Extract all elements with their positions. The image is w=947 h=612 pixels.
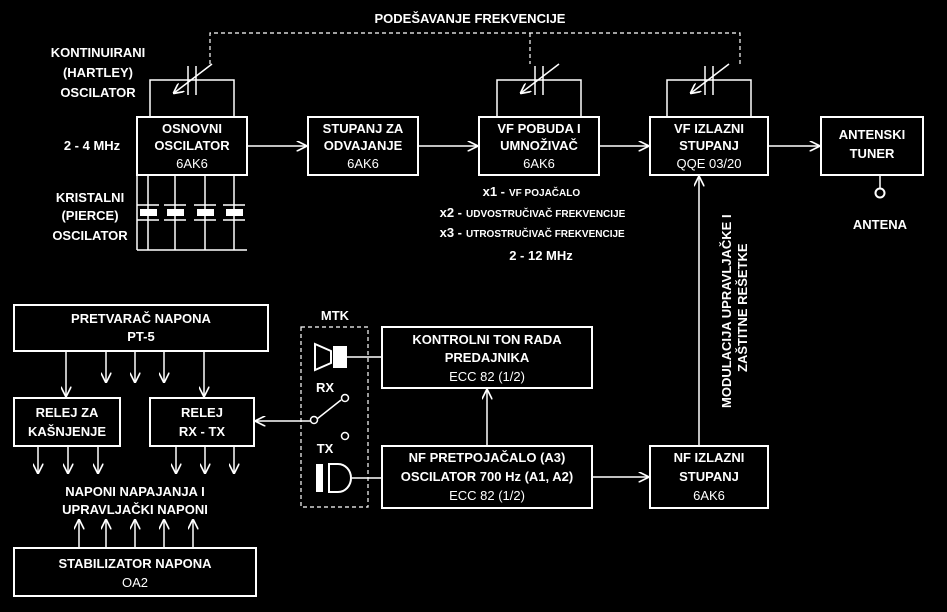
svg-text:UMNOŽIVAČ: UMNOŽIVAČ — [500, 138, 578, 153]
block-nf-pretpojacalo: NF PRETPOJAČALO (A3) OSCILATOR 700 Hz (A… — [381, 445, 593, 509]
svg-text:UTROSTRUČIVAČ FREKVENCIJE: UTROSTRUČIVAČ FREKVENCIJE — [466, 227, 625, 240]
svg-text:PREDAJNIKA: PREDAJNIKA — [445, 350, 530, 365]
variable-capacitor-icon — [496, 63, 582, 119]
tuning-link — [209, 32, 741, 64]
antenna-icon — [874, 187, 886, 199]
svg-text:STUPANJ: STUPANJ — [679, 138, 739, 153]
block-stabilizator-napona: STABILIZATOR NAPONA OA2 — [13, 547, 257, 597]
svg-text:VF IZLAZNI: VF IZLAZNI — [674, 121, 744, 136]
svg-text:OSCILATOR: OSCILATOR — [154, 138, 230, 153]
svg-text:OA2: OA2 — [122, 575, 148, 590]
block-vf-pobuda: VF POBUDA I UMNOŽIVAČ 6AK6 — [478, 116, 600, 176]
hartley-oscillator-label: KONTINUIRANI (HARTLEY) OSCILATOR — [51, 45, 146, 100]
svg-text:ZAŠTITNE REŠETKE: ZAŠTITNE REŠETKE — [735, 243, 750, 372]
svg-text:OSCILATOR: OSCILATOR — [52, 228, 128, 243]
variable-capacitor-icon — [666, 63, 752, 119]
svg-text:VF POJAČALO: VF POJAČALO — [509, 186, 580, 199]
svg-text:6AK6: 6AK6 — [693, 488, 725, 503]
svg-text:NF PRETPOJAČALO (A3): NF PRETPOJAČALO (A3) — [409, 450, 566, 465]
crystal-icon — [223, 204, 245, 221]
pierce-oscillator-label: KRISTALNI (PIERCE) OSCILATOR — [52, 190, 128, 243]
svg-text:VF POBUDA I: VF POBUDA I — [497, 121, 580, 136]
svg-text:(HARTLEY): (HARTLEY) — [63, 65, 133, 80]
block-pretvarac-napona: PRETVARAČ NAPONA PT-5 — [13, 304, 269, 352]
block-stupanj-za-odvajanje: STUPANJ ZA ODVAJANJE 6AK6 — [307, 116, 419, 176]
svg-text:x2 -: x2 - — [440, 205, 462, 220]
svg-text:(PIERCE): (PIERCE) — [61, 208, 118, 223]
tx-label: TX — [317, 441, 334, 456]
block-antenski-tuner: ANTENSKI TUNER — [820, 116, 924, 176]
svg-text:6AK6: 6AK6 — [176, 156, 208, 171]
svg-text:UDVOSTRUČIVAČ FREKVENCIJE: UDVOSTRUČIVAČ FREKVENCIJE — [466, 207, 626, 220]
svg-text:OSCILATOR 700 Hz (A1, A2): OSCILATOR 700 Hz (A1, A2) — [401, 469, 573, 484]
svg-text:RELEJ: RELEJ — [181, 405, 223, 420]
crystal-icon — [137, 204, 159, 221]
microphone-icon — [316, 463, 352, 493]
block-vf-izlazni: VF IZLAZNI STUPANJ QQE 03/20 — [649, 116, 769, 176]
svg-text:OSCILATOR: OSCILATOR — [60, 85, 136, 100]
svg-text:RX - TX: RX - TX — [179, 424, 226, 439]
svg-text:ANTENSKI: ANTENSKI — [839, 127, 905, 142]
svg-text:ECC 82 (1/2): ECC 82 (1/2) — [449, 369, 525, 384]
svg-text:6AK6: 6AK6 — [523, 156, 555, 171]
antena-label: ANTENA — [853, 217, 908, 232]
block-relej-za-kasnjenje: RELEJ ZA KAŠNJENJE — [13, 397, 121, 447]
frequency-range-label: 2 - 4 MHz — [64, 138, 121, 153]
svg-text:UPRAVLJAČKI NAPONI: UPRAVLJAČKI NAPONI — [62, 502, 208, 517]
crystal-icon — [194, 204, 216, 221]
block-kontrolni-ton: KONTROLNI TON RADA PREDAJNIKA ECC 82 (1/… — [381, 326, 593, 389]
block-nf-izlazni: NF IZLAZNI STUPANJ 6AK6 — [649, 445, 769, 509]
svg-text:KAŠNJENJE: KAŠNJENJE — [28, 424, 106, 439]
multiplier-notes: x1 - VF POJAČALO x2 - UDVOSTRUČIVAČ FREK… — [440, 184, 626, 240]
frequency-range-label: 2 - 12 MHz — [509, 248, 573, 263]
block-osnovni-oscilator: OSNOVNI OSCILATOR 6AK6 — [136, 116, 248, 176]
svg-text:RELEJ ZA: RELEJ ZA — [36, 405, 99, 420]
svg-text:STUPANJ ZA: STUPANJ ZA — [323, 121, 404, 136]
svg-text:x3 -: x3 - — [440, 225, 462, 240]
svg-text:NAPONI NAPAJANJA I: NAPONI NAPAJANJA I — [65, 484, 204, 499]
svg-text:STUPANJ: STUPANJ — [679, 469, 739, 484]
svg-text:QQE 03/20: QQE 03/20 — [676, 156, 741, 171]
svg-text:KONTINUIRANI: KONTINUIRANI — [51, 45, 146, 60]
supply-voltages-label: NAPONI NAPAJANJA I UPRAVLJAČKI NAPONI — [62, 484, 208, 517]
frequency-tuning-label: PODEŠAVANJE FREKVENCIJE — [375, 11, 566, 26]
svg-text:ODVAJANJE: ODVAJANJE — [324, 138, 403, 153]
crystal-icon — [164, 204, 186, 221]
svg-text:PRETVARAČ NAPONA: PRETVARAČ NAPONA — [71, 311, 211, 326]
mtk-box — [300, 326, 369, 508]
mtk-label: MTK — [321, 308, 350, 323]
rx-tx-switch-icon — [309, 393, 350, 441]
rx-label: RX — [316, 380, 334, 395]
svg-text:x1 -: x1 - — [483, 184, 505, 199]
svg-text:OSNOVNI: OSNOVNI — [162, 121, 222, 136]
svg-text:PT-5: PT-5 — [127, 329, 154, 344]
svg-text:6AK6: 6AK6 — [347, 156, 379, 171]
svg-text:TUNER: TUNER — [850, 146, 895, 161]
variable-capacitor-icon — [149, 63, 235, 119]
svg-text:ECC 82 (1/2): ECC 82 (1/2) — [449, 488, 525, 503]
block-relej-rx-tx: RELEJ RX - TX — [149, 397, 255, 447]
svg-text:KONTROLNI TON RADA: KONTROLNI TON RADA — [412, 332, 562, 347]
svg-text:MODULACIJA UPRAVLJAČKE I: MODULACIJA UPRAVLJAČKE I — [719, 214, 734, 408]
modulation-label: MODULACIJA UPRAVLJAČKE I ZAŠTITNE REŠETK… — [719, 214, 750, 408]
svg-text:NF IZLAZNI: NF IZLAZNI — [674, 450, 745, 465]
svg-text:STABILIZATOR NAPONA: STABILIZATOR NAPONA — [58, 556, 212, 571]
svg-text:KRISTALNI: KRISTALNI — [56, 190, 124, 205]
speaker-icon — [314, 342, 347, 372]
